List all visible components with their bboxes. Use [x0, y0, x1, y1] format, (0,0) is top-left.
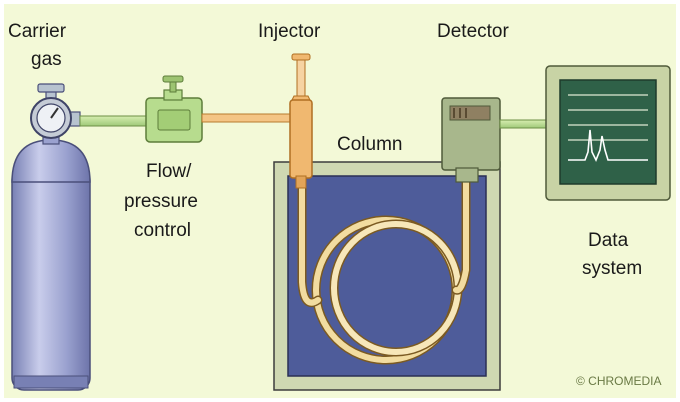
label-injector: Injector [258, 21, 321, 42]
carrier-gas-cylinder [11, 129, 91, 391]
label-flow-line3: control [134, 220, 191, 241]
cylinder-base-ring [13, 375, 89, 389]
label-column: Column [337, 134, 402, 155]
cylinder-body [11, 167, 91, 391]
flow-pressure-valve [145, 75, 203, 143]
injector [289, 53, 313, 189]
valve-handle-icon [162, 75, 184, 93]
label-data-system-line1: Data [588, 230, 629, 251]
label-carrier-gas-line1: Carrier [8, 21, 67, 42]
signal-cable [499, 119, 551, 129]
label-flow-line1: Flow/ [146, 161, 192, 182]
pressure-gauge-icon [30, 83, 81, 139]
copyright-notice: © CHROMEDIA [576, 374, 662, 388]
label-carrier-gas-line2: gas [31, 49, 62, 70]
detector [441, 97, 501, 183]
label-flow-line2: pressure [124, 191, 198, 212]
column-coil [297, 173, 471, 365]
label-detector: Detector [437, 21, 509, 42]
monitor-screen [559, 79, 657, 185]
chromatogram-trace-icon [568, 94, 648, 162]
label-data-system-line2: system [582, 258, 642, 279]
syringe-icon [296, 55, 306, 97]
data-system-monitor [545, 65, 671, 201]
gas-line-2 [201, 113, 295, 123]
gas-line-1 [79, 115, 149, 127]
